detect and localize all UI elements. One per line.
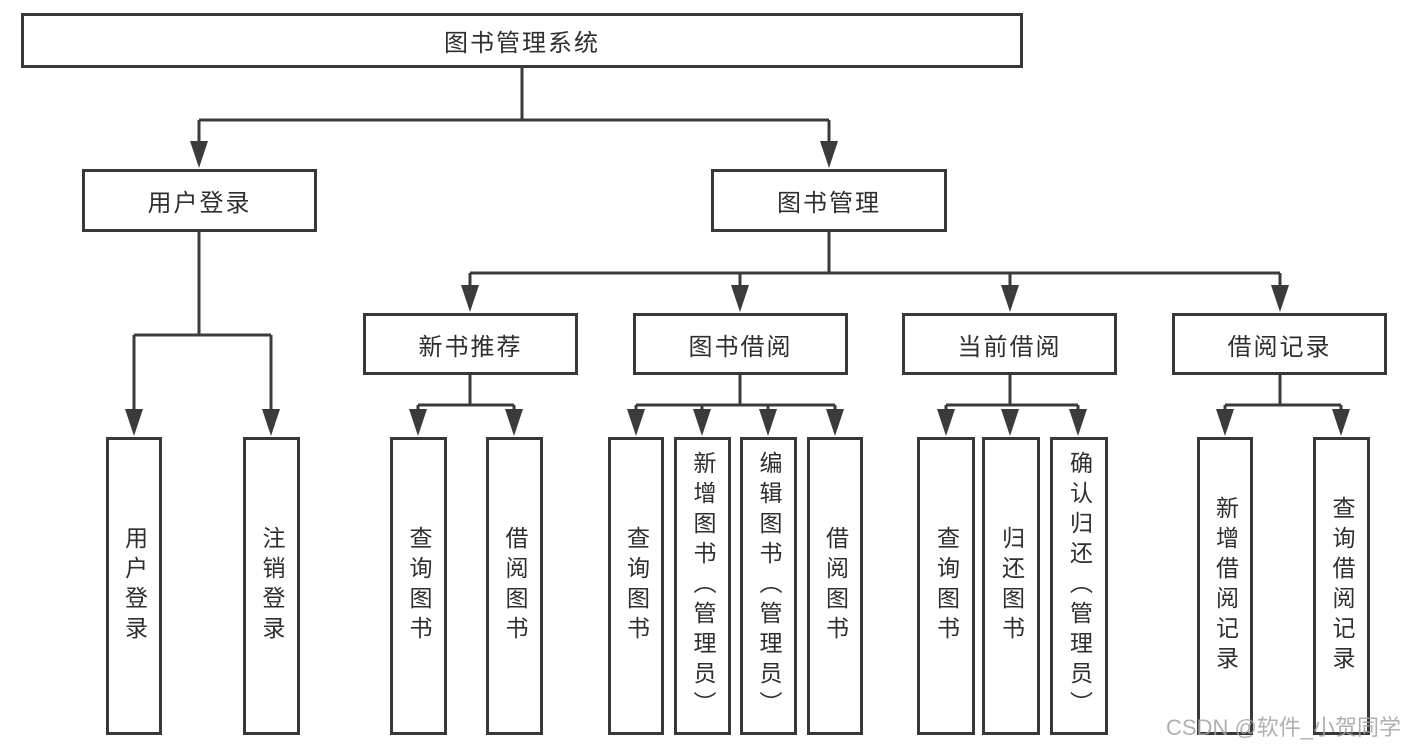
leaf-confirm-return-admin: 确认归还（管理员） bbox=[1050, 437, 1108, 735]
leaf-query-books-current: 查询图书 bbox=[917, 437, 975, 735]
leaf-user-login: 用户登录 bbox=[106, 437, 162, 735]
node-library-system: 图书管理系统 bbox=[21, 13, 1023, 68]
leaf-return-books: 归还图书 bbox=[982, 437, 1040, 735]
arrowhead bbox=[627, 409, 645, 436]
node-borrow-records-label: 借阅记录 bbox=[1227, 333, 1332, 361]
arrowhead bbox=[731, 285, 749, 312]
leaf-add-borrow-record-label: 新增借阅记录 bbox=[1212, 496, 1239, 676]
connector-borrow-records-children bbox=[1216, 375, 1350, 436]
node-current-borrowing-label: 当前借阅 bbox=[957, 333, 1062, 361]
leaf-borrow-books: 借阅图书 bbox=[807, 437, 863, 735]
arrowhead bbox=[1001, 285, 1019, 312]
connector-current-borrow-children bbox=[937, 375, 1087, 436]
arrowhead bbox=[262, 409, 280, 436]
leaf-add-book-admin-label: 新增图书（管理员） bbox=[690, 451, 716, 721]
arrowhead bbox=[461, 285, 479, 312]
arrowhead bbox=[1332, 409, 1350, 436]
node-book-borrowing: 图书借阅 bbox=[633, 313, 848, 375]
leaf-query-borrow-record-label: 查询借阅记录 bbox=[1329, 496, 1355, 676]
node-user-login-label: 用户登录 bbox=[147, 190, 252, 217]
arrowhead bbox=[937, 409, 955, 436]
leaf-borrow-books-recommend-label: 借阅图书 bbox=[502, 526, 528, 646]
node-library-system-label: 图书管理系统 bbox=[444, 30, 600, 57]
csdn-watermark: CSDN @软件_小贺同学 bbox=[1166, 715, 1402, 740]
leaf-borrow-books-label: 借阅图书 bbox=[822, 526, 849, 646]
connector-new-books-children bbox=[409, 375, 523, 436]
arrowhead bbox=[505, 409, 523, 436]
leaf-add-book-admin: 新增图书（管理员） bbox=[674, 437, 731, 735]
node-current-borrowing: 当前借阅 bbox=[902, 313, 1117, 375]
leaf-logout-label: 注销登录 bbox=[259, 526, 285, 646]
node-book-management: 图书管理 bbox=[711, 169, 947, 232]
node-user-login: 用户登录 bbox=[82, 169, 317, 232]
arrowhead bbox=[1001, 409, 1019, 436]
arrowhead bbox=[1216, 409, 1234, 436]
leaf-query-books-borrow: 查询图书 bbox=[608, 437, 664, 735]
connector-book-mgmt-children bbox=[461, 232, 1289, 312]
connector-book-borrow-children bbox=[627, 375, 844, 436]
leaf-borrow-books-recommend: 借阅图书 bbox=[486, 437, 543, 735]
arrowhead bbox=[190, 141, 208, 168]
connector-root-to-level2 bbox=[190, 68, 838, 168]
arrowhead bbox=[1069, 409, 1087, 436]
connector-user-login-children bbox=[125, 232, 280, 436]
leaf-user-login-label: 用户登录 bbox=[121, 526, 148, 646]
arrowhead bbox=[820, 141, 838, 168]
leaf-query-books-recommend-label: 查询图书 bbox=[406, 526, 432, 646]
arrowhead bbox=[1271, 285, 1289, 312]
arrowhead bbox=[826, 409, 844, 436]
arrowhead bbox=[759, 409, 777, 436]
leaf-edit-book-admin: 编辑图书（管理员） bbox=[740, 437, 797, 735]
node-new-book-recommend-label: 新书推荐 bbox=[418, 333, 523, 361]
node-book-borrowing-label: 图书借阅 bbox=[688, 333, 793, 361]
leaf-return-books-label: 归还图书 bbox=[998, 526, 1025, 646]
leaf-query-books-current-label: 查询图书 bbox=[933, 526, 960, 646]
leaf-confirm-return-admin-label: 确认归还（管理员） bbox=[1066, 451, 1093, 721]
arrowhead bbox=[125, 409, 143, 436]
node-new-book-recommend: 新书推荐 bbox=[363, 313, 578, 375]
node-book-management-label: 图书管理 bbox=[777, 190, 881, 217]
leaf-query-borrow-record: 查询借阅记录 bbox=[1313, 437, 1370, 735]
node-borrow-records: 借阅记录 bbox=[1172, 313, 1387, 375]
arrowhead bbox=[409, 409, 427, 436]
leaf-edit-book-admin-label: 编辑图书（管理员） bbox=[756, 451, 782, 721]
leaf-query-books-recommend: 查询图书 bbox=[390, 437, 447, 735]
leaf-logout: 注销登录 bbox=[243, 437, 300, 735]
leaf-add-borrow-record: 新增借阅记录 bbox=[1197, 437, 1253, 735]
leaf-query-books-borrow-label: 查询图书 bbox=[623, 526, 650, 646]
arrowhead bbox=[693, 409, 711, 436]
